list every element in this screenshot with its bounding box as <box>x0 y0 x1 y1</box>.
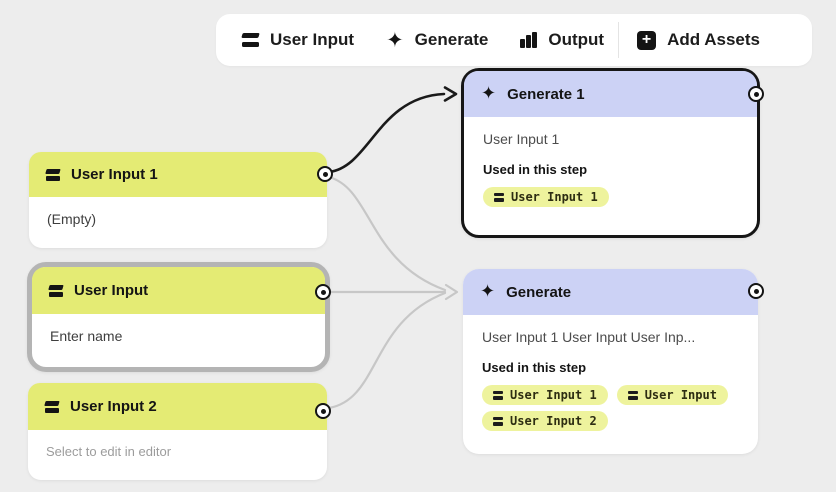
toolbar-output-label: Output <box>548 30 605 49</box>
bar-chart-icon <box>520 32 537 48</box>
node-user-input-2-header: User Input 2 <box>28 383 327 430</box>
tag-label: User Input 1 <box>511 190 598 204</box>
node-user-input-2[interactable]: User Input 2 Select to edit in editor <box>28 383 327 480</box>
user-input-icon <box>494 192 504 202</box>
node-user-input-1-header: User Input 1 <box>29 152 327 197</box>
node-title: User Input <box>74 282 149 299</box>
used-tags-row: User Input 1 User Input User Input 2 <box>482 385 732 431</box>
tag-user-input-2[interactable]: User Input 2 <box>482 411 608 431</box>
toolbar-add-assets-button[interactable]: + Add Assets <box>637 30 760 50</box>
edge-gray-arrowhead-icon <box>444 283 459 301</box>
user-input-icon <box>493 416 503 426</box>
node-body-text: Select to edit in editor <box>46 444 172 459</box>
used-in-step-label: Used in this step <box>483 162 588 177</box>
generate-input-preview: User Input 1 User Input User Inp... <box>482 329 696 345</box>
node-generate-1-header: ✦ Generate 1 <box>464 71 757 117</box>
node-title: Generate 1 <box>507 85 585 103</box>
node-body-text: (Empty) <box>47 211 96 227</box>
tag-label: User Input 2 <box>510 414 597 428</box>
toolbar-output-button[interactable]: Output <box>520 30 604 50</box>
edge-userinput1-to-generate1[interactable] <box>327 92 446 174</box>
sparkle-icon: ✦ <box>386 27 404 52</box>
generate-input-preview: User Input 1 <box>483 131 560 147</box>
toolbar-user-input-button[interactable]: User Input <box>241 30 355 50</box>
node-generate-1[interactable]: ✦ Generate 1 User Input 1 Used in this s… <box>461 68 760 238</box>
toolbar-add-assets-label: Add Assets <box>667 30 760 49</box>
output-port-generate[interactable] <box>748 283 764 299</box>
used-tags-row: User Input 1 <box>483 187 733 207</box>
node-generate[interactable]: ✦ Generate User Input 1 User Input User … <box>463 269 758 454</box>
node-user-input-header: User Input <box>32 267 325 314</box>
node-user-input-1[interactable]: User Input 1 (Empty) <box>29 152 327 248</box>
user-input-icon <box>241 33 260 47</box>
tag-user-input-1[interactable]: User Input 1 <box>482 385 608 405</box>
toolbar-divider <box>618 22 620 58</box>
sparkle-icon: ✦ <box>481 83 497 104</box>
tag-user-input-1[interactable]: User Input 1 <box>483 187 609 207</box>
sparkle-icon: ✦ <box>480 281 496 302</box>
node-title: User Input 2 <box>70 398 157 415</box>
tag-label: User Input <box>644 388 717 402</box>
node-palette-toolbar: User Input ✦ Generate Output + Add Asset… <box>216 14 812 66</box>
output-port-generate-1[interactable] <box>748 86 764 102</box>
edge-userinput1-to-generate[interactable] <box>327 175 447 292</box>
toolbar-generate-button[interactable]: ✦ Generate <box>386 27 489 52</box>
user-input-icon <box>44 400 60 413</box>
user-input-icon <box>48 284 64 297</box>
user-input-icon <box>627 390 638 400</box>
used-in-step-label: Used in this step <box>482 360 587 375</box>
edge-userinput2-to-generate[interactable] <box>327 291 447 410</box>
toolbar-generate-label: Generate <box>414 30 489 49</box>
toolbar-user-input-label: User Input <box>270 30 355 49</box>
tag-label: User Input 1 <box>510 388 597 402</box>
output-port-user-input-1[interactable] <box>317 166 333 182</box>
user-input-icon <box>493 390 503 400</box>
plus-square-icon: + <box>637 30 657 50</box>
edge-black-arrowhead-icon <box>443 86 458 102</box>
tag-user-input[interactable]: User Input <box>616 385 728 405</box>
node-title: User Input 1 <box>71 166 158 183</box>
node-title: Generate <box>506 283 572 301</box>
user-input-icon <box>45 168 61 181</box>
node-user-input-selected[interactable]: User Input Enter name <box>27 262 330 372</box>
node-body-text: Enter name <box>50 328 123 344</box>
node-generate-header: ✦ Generate <box>463 269 758 315</box>
output-port-user-input[interactable] <box>315 284 331 300</box>
output-port-user-input-2[interactable] <box>315 403 331 419</box>
